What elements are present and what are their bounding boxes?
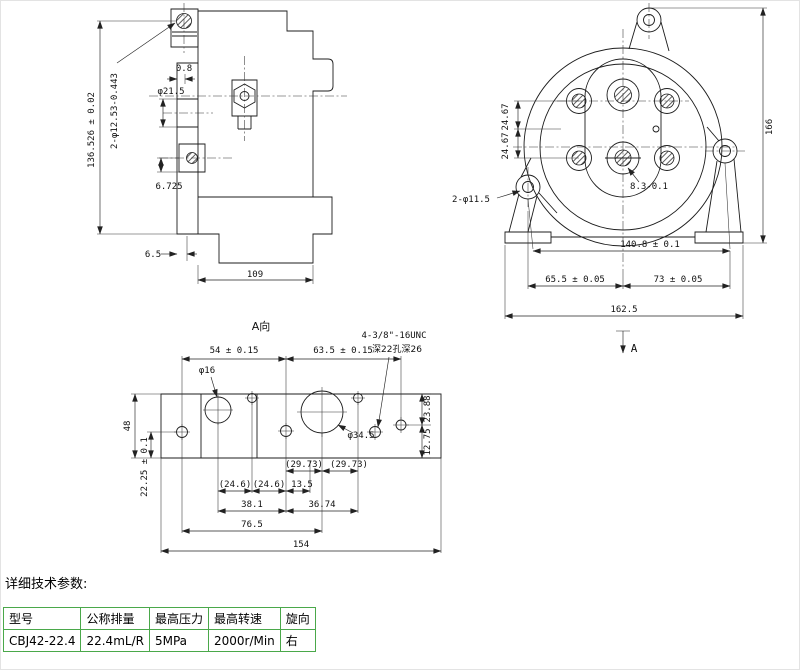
- thread-note-line2: 深22孔深26: [372, 344, 422, 355]
- dim-base-label: 6.5: [145, 250, 161, 260]
- dim-width154-label: 154: [293, 540, 309, 550]
- dim-dowel-holes-label: 2-φ12.53-0.443: [110, 73, 120, 149]
- dim-p135-label: 13.5: [291, 480, 313, 490]
- dim-bolt-spacing-bottom-label: 24.67: [501, 132, 511, 159]
- a-view-outline: [160, 390, 442, 459]
- dim-keyway-label: 8.3-0.1: [630, 182, 668, 192]
- dim-ear-span-label: 140.8 ± 0.1: [620, 240, 680, 250]
- dim-span54-label: 54 ± 0.15: [210, 346, 259, 356]
- dim-right2388-label: 23.88: [423, 395, 433, 422]
- a-view-hole-crosses: [174, 387, 409, 440]
- dim-ear-holes-label: 2-φ11.5: [452, 195, 490, 205]
- spec-value-rotation: 右: [279, 629, 316, 652]
- dim-height-label: 136.526 ± 0.02: [87, 92, 97, 168]
- side-view: 136.526 ± 0.02 2-φ12.53-0.443 0.8 φ21.5 …: [87, 3, 347, 284]
- dim-offset-label: 6.725: [155, 182, 182, 192]
- spec-table: 型号 公称排量 最高压力 最高转速 旋向 CBJ42-22.4 22.4mL/R…: [2, 607, 316, 652]
- engineering-drawing: 136.526 ± 0.02 2-φ12.53-0.443 0.8 φ21.5 …: [87, 3, 775, 554]
- dim-hole16-label: φ16: [199, 366, 215, 376]
- dim-left-span-label: 65.5 ± 0.05: [545, 275, 605, 285]
- front-view-outline: [504, 7, 744, 247]
- dim-height48-label: 48: [123, 421, 133, 432]
- thread-note-line1: 4-3/8"-16UNC: [361, 331, 426, 341]
- dim-right-span-label: 73 ± 0.05: [654, 275, 703, 285]
- spec-header-displacement: 公称排量: [80, 607, 150, 630]
- spec-header-rotation: 旋向: [279, 607, 316, 630]
- spec-data-row: CBJ42-22.4 22.4mL/R 5MPa 2000r/Min 右: [2, 629, 316, 652]
- spec-value-displacement: 22.4mL/R: [80, 629, 150, 652]
- dim-lip-label: 0.8: [176, 64, 192, 74]
- dim-p246a-label: (24.6): [219, 480, 252, 490]
- dim-right1275-label: 12.75: [423, 428, 433, 455]
- side-view-outline: [170, 8, 334, 264]
- spec-header-model: 型号: [2, 607, 82, 630]
- spec-header-pressure: 最高压力: [148, 607, 209, 630]
- params-heading: 详细技术参数:: [5, 577, 88, 592]
- dim-p246b-label: (24.6): [253, 480, 286, 490]
- dim-total-height-label: 166: [765, 119, 775, 135]
- dim-p765-label: 76.5: [241, 520, 263, 530]
- spec-header-row: 型号 公称排量 最高压力 最高转速 旋向: [2, 607, 316, 630]
- a-view-dimensions: [131, 356, 442, 554]
- a-view-title: A向: [252, 319, 271, 333]
- spec-value-model: CBJ42-22.4: [2, 629, 82, 652]
- dim-total-width-label: 162.5: [610, 305, 637, 315]
- dim-port-dia-label: φ21.5: [157, 87, 184, 97]
- front-view-dimensions: [496, 7, 767, 354]
- section-arrow-label: A: [631, 342, 638, 355]
- front-view: 24.67 24.67 166 8.3-0.1 2-φ11.5 140.8 ± …: [452, 3, 775, 355]
- front-view-centerlines: [513, 3, 745, 269]
- dim-offset2225-label: 22.25 ± 0.1: [140, 437, 150, 497]
- spec-header-speed: 最高转速: [207, 607, 281, 630]
- dim-bolt-spacing-top-label: 24.67: [501, 103, 511, 130]
- a-view: A向 54 ± 0.15 63.5 ± 0.15 4-3/8"-16UNC 深2…: [123, 319, 442, 554]
- dim-hole345-label: φ34.5: [347, 431, 374, 441]
- spec-value-pressure: 5MPa: [148, 629, 209, 652]
- dim-p381-label: 38.1: [241, 500, 263, 510]
- side-view-dimensions: [97, 20, 314, 284]
- dim-width-label: 109: [247, 270, 263, 280]
- dim-p2973a-label: (29.73): [285, 460, 323, 470]
- spec-value-speed: 2000r/Min: [207, 629, 281, 652]
- dim-span635-label: 63.5 ± 0.15: [313, 346, 373, 356]
- dim-p2973b-label: (29.73): [330, 460, 368, 470]
- dim-p3674-label: 36.74: [308, 500, 335, 510]
